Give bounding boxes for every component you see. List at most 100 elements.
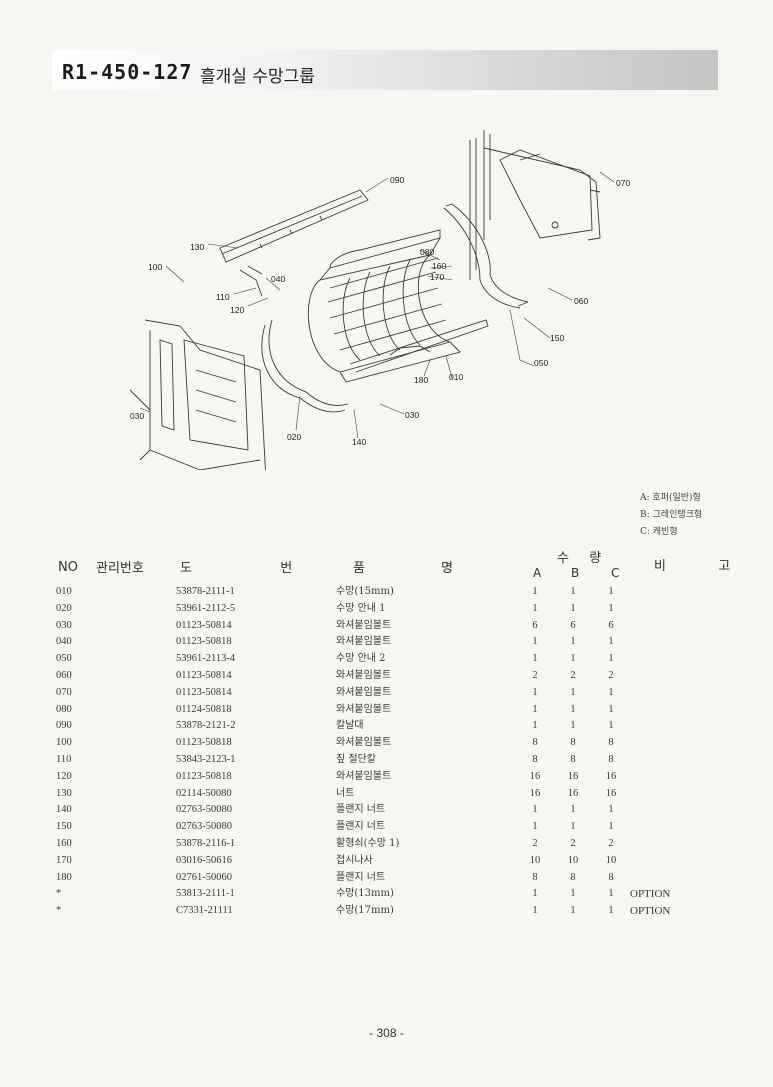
callout-030-right: 030 (405, 410, 419, 420)
qty-c: 10 (605, 854, 617, 866)
callout-040: 040 (271, 274, 285, 284)
remark (630, 601, 710, 618)
qty-c: 1 (608, 720, 614, 732)
diagram-callouts: 090 070 130 100 040 110 120 080 160 170 … (130, 175, 630, 447)
callout-090: 090 (390, 175, 404, 185)
header-name-b: 명 (441, 561, 453, 576)
qty-a: 8 (532, 871, 538, 883)
qty-c: 8 (608, 753, 614, 765)
qty-b: 1 (570, 888, 576, 900)
part-no: 130 (56, 787, 72, 799)
remark (630, 651, 710, 668)
part-name: 플랜지 너트 (336, 804, 386, 816)
part-name: 와셔붙임볼트 (336, 669, 392, 681)
qty-c: 1 (608, 686, 614, 698)
part-name: 플랜지 너트 (336, 871, 386, 883)
drawing-number: 53961-2113-4 (176, 653, 236, 665)
part-name: 수망(13mm) (336, 888, 394, 900)
qty-a: 1 (532, 602, 538, 614)
qty-a: 1 (532, 636, 538, 648)
header-qty-a: A (533, 566, 542, 580)
page-title: 흘개실 수망그룹 (200, 67, 315, 87)
qty-b: 1 (570, 703, 576, 715)
qty-c: 8 (608, 871, 614, 883)
remark (630, 836, 710, 853)
callout-060: 060 (574, 296, 588, 306)
part-no: 060 (56, 669, 72, 681)
part-no: 170 (56, 854, 72, 866)
drawing-number: 02763-50080 (176, 821, 232, 833)
qty-b: 8 (570, 737, 576, 749)
qty-a: 8 (532, 737, 538, 749)
qty-a: 2 (532, 837, 538, 849)
part-no: 180 (56, 871, 72, 883)
header-qty: 수 량 (557, 551, 602, 566)
qty-b: 1 (570, 720, 576, 732)
remark (630, 802, 710, 819)
part-name: 와셔붙임볼트 (336, 703, 392, 715)
part-no: 090 (56, 720, 72, 732)
callout-130: 130 (190, 242, 204, 252)
qty-c: 1 (608, 653, 614, 665)
qty-c: 1 (608, 602, 614, 614)
remark (630, 702, 710, 719)
qty-b: 1 (570, 602, 576, 614)
callout-110: 110 (216, 292, 230, 302)
callout-170: 170 (430, 272, 444, 282)
legend-b: B: 그레인탱크형 (640, 510, 703, 520)
remark (630, 634, 710, 651)
header-bar (52, 50, 718, 90)
qty-c: 1 (608, 905, 614, 917)
callout-020: 020 (287, 432, 301, 442)
drawing-number: 01123-50814 (176, 686, 232, 698)
qty-a: 6 (532, 619, 538, 631)
drawing-number: 53878-2121-2 (176, 720, 236, 732)
part-name: 짚 절단칼 (336, 753, 376, 765)
drawing-number: 53878-2111-1 (176, 586, 235, 597)
qty-a: 1 (532, 888, 538, 900)
qty-a: 1 (532, 703, 538, 715)
drawing-number: 03016-50616 (176, 854, 232, 866)
qty-a: 16 (529, 787, 541, 799)
legend-c: C: 캐빈형 (640, 527, 678, 537)
part-name: 와셔붙임볼트 (336, 686, 392, 698)
callout-150: 150 (550, 333, 564, 343)
qty-c: 8 (608, 737, 614, 749)
part-name: 수망 안내 2 (336, 653, 386, 665)
part-name: 활형쇠(수망 1) (336, 837, 400, 849)
drawing-number: 01123-50814 (176, 669, 232, 681)
remark (630, 769, 710, 786)
drawing-number: 01123-50814 (176, 619, 232, 631)
qty-b: 1 (570, 636, 576, 648)
callout-050: 050 (534, 358, 548, 368)
qty-b: 1 (570, 653, 576, 665)
qty-c: 1 (608, 636, 614, 648)
qty-b: 8 (570, 871, 576, 883)
remark (630, 718, 710, 735)
qty-c: 1 (608, 804, 614, 816)
part-no: 070 (56, 686, 72, 698)
qty-a: 10 (529, 854, 541, 866)
part-no: 120 (56, 770, 72, 782)
header-name-a: 품 (353, 561, 365, 576)
callout-080: 080 (420, 247, 434, 257)
remark (630, 786, 710, 803)
qty-b: 1 (570, 905, 576, 917)
callout-160: 160 (432, 261, 446, 271)
part-no: 160 (56, 837, 72, 849)
part-no: 040 (56, 636, 72, 648)
drawing-number: C7331-21111 (176, 905, 233, 917)
qty-a: 16 (529, 770, 541, 782)
